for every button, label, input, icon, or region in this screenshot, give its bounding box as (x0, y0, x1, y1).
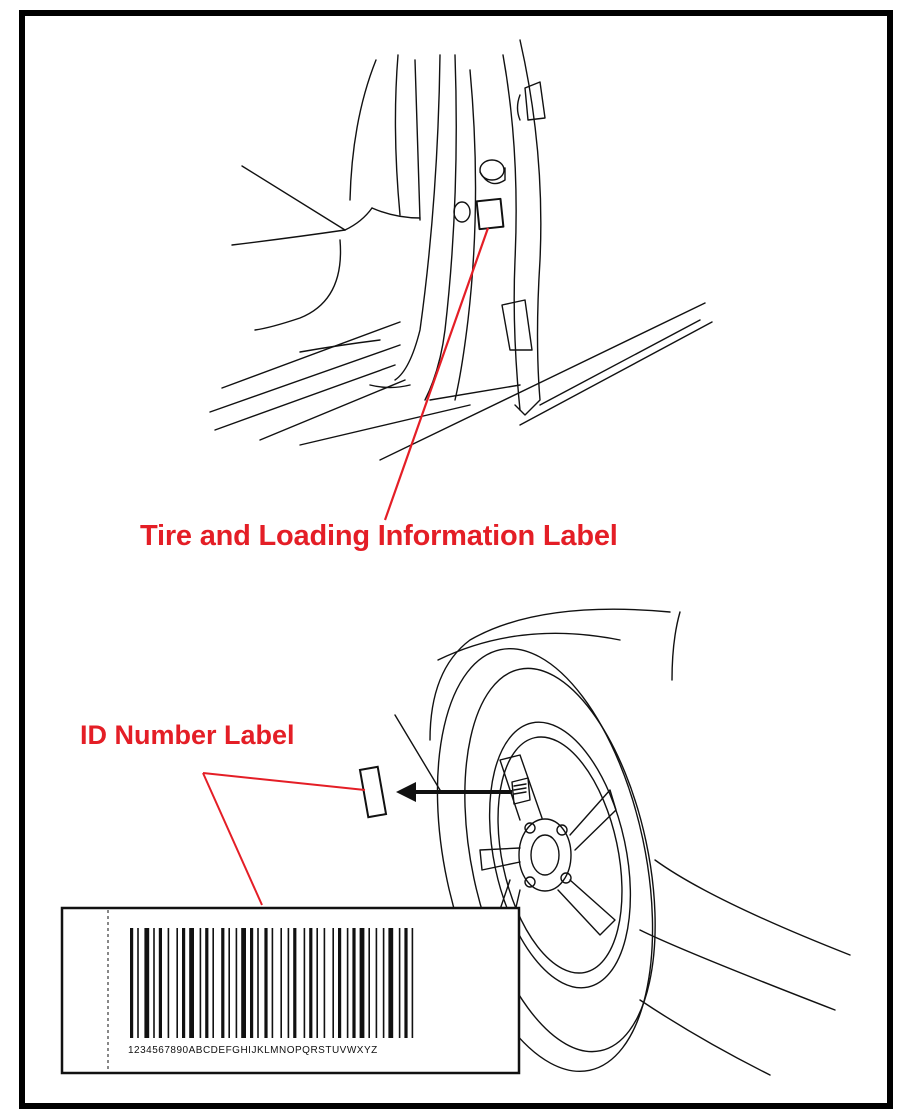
door-pillar-illustration (210, 40, 712, 460)
arrow-icon (396, 782, 512, 802)
id-label-leader-lines (203, 773, 365, 905)
tire-label-leader-line (385, 228, 488, 520)
id-label-tag (360, 767, 386, 817)
barcode-digits: 1234567890ABCDEFGHIJKLMNOPQRSTUVWXYZ (128, 1045, 518, 1056)
id-number-label-callout: ID Number Label (80, 720, 295, 751)
tire-loading-label-callout: Tire and Loading Information Label (140, 520, 618, 553)
